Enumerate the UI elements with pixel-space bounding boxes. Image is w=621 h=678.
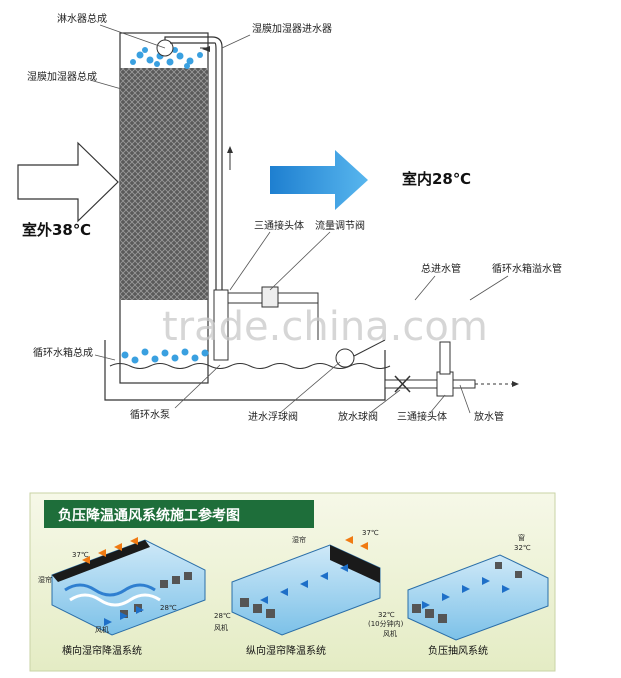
label-pad-inlet: 湿膜加湿器进水器 (252, 23, 332, 35)
system-3-note: (10分钟内) (368, 619, 404, 628)
system-3-caption: 负压抽风系统 (428, 644, 488, 657)
system-1-temp-in: 28℃ (160, 604, 177, 612)
panel-title: 负压降温通风系统施工参考图 (58, 507, 240, 524)
system-3-diagram (407, 554, 549, 641)
supply-pipe (164, 36, 223, 300)
system-3-window: 窗 (518, 533, 525, 542)
system-2-fan: 风机 (214, 623, 228, 632)
system-2-caption: 纵向湿帘降温系统 (246, 644, 326, 657)
label-overflow-pipe: 循环水箱溢水管 (492, 262, 562, 275)
tank-water-dots (121, 348, 209, 364)
label-main-inlet: 总进水管 (421, 262, 461, 275)
drain-valve (394, 375, 411, 393)
system-3-temp-out: 32℃ (514, 544, 531, 552)
system-2-temp-out: 37℃ (362, 529, 379, 537)
label-tee-right: 三通接头体 (397, 410, 447, 423)
system-1-fan: 风机 (95, 625, 109, 634)
label-pump: 循环水泵 (130, 408, 170, 421)
indoor-air-arrow (270, 150, 368, 210)
system-3-temp-in: 32℃ (378, 611, 395, 619)
label-pad-assembly: 湿膜加湿器总成 (27, 70, 97, 83)
label-flow-valve: 流量调节阀 (315, 219, 365, 232)
system-2-diagram (231, 536, 381, 636)
tee-connector-right (436, 371, 454, 397)
outdoor-air-arrow (17, 141, 119, 223)
system-3-fan: 风机 (383, 629, 397, 638)
watermark: trade.china.com (162, 304, 488, 350)
leader-lines (89, 24, 509, 414)
system-1-temp-out: 37℃ (72, 551, 89, 559)
circulation-tank (104, 340, 386, 401)
outdoor-temp-label: 室外38℃ (22, 221, 91, 239)
label-spray-assembly: 淋水器总成 (57, 12, 107, 25)
system-1-caption: 横向湿帘降温系统 (62, 644, 142, 657)
label-drain-valve: 放水球阀 (338, 410, 378, 423)
flow-valve-body (261, 286, 279, 308)
tank-water-surface (109, 363, 391, 369)
label-float-valve: 进水浮球阀 (248, 410, 298, 423)
float-ball (335, 348, 355, 368)
system-1-diagram (51, 537, 206, 636)
indoor-temp-label: 室内28℃ (402, 170, 471, 188)
label-tee-left: 三通接头体 (254, 219, 304, 232)
label-drain-pipe: 放水管 (474, 410, 504, 423)
system-1-curtain: 湿帘 (38, 575, 52, 584)
label-tank-assembly: 循环水箱总成 (33, 346, 93, 359)
wet-pad (120, 68, 208, 300)
system-2-temp-in: 28℃ (214, 612, 231, 620)
spray-water-dots (130, 47, 203, 69)
pump-body (213, 289, 229, 361)
panel-title-bar (44, 500, 314, 528)
system-2-curtain: 湿帘 (292, 535, 306, 544)
